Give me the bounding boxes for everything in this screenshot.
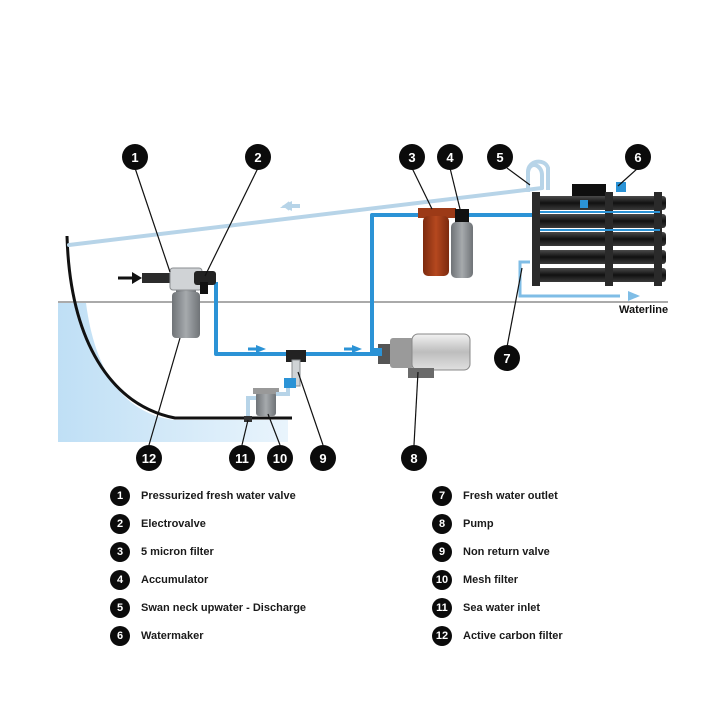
callout-2: 2 [245, 144, 271, 170]
legend-number: 6 [110, 626, 130, 646]
callout-6: 6 [625, 144, 651, 170]
legend-item: 7 Fresh water outlet [432, 482, 720, 510]
legend-label: Swan neck upwater - Discharge [141, 602, 307, 614]
legend-label: Fresh water outlet [463, 490, 558, 502]
sea-water-inlet-assembly [244, 383, 296, 422]
callout-1: 1 [122, 144, 148, 170]
accumulator [451, 209, 473, 278]
callout-12: 12 [136, 445, 162, 471]
legend-number: 9 [432, 542, 452, 562]
legend-label: Electrovalve [141, 518, 206, 530]
legend-item: 5 Swan neck upwater - Discharge [110, 594, 400, 622]
legend-item: 10 Mesh filter [432, 566, 720, 594]
pressure-flow-arrowhead-right [352, 345, 362, 353]
sea-water-area [58, 303, 288, 442]
swan-neck-pipe [526, 159, 550, 192]
legend-label: Non return valve [463, 546, 550, 558]
legend-label: Pressurized fresh water valve [141, 490, 296, 502]
legend-number: 8 [432, 514, 452, 534]
active-carbon-filter [172, 292, 200, 338]
legend-number: 10 [432, 570, 452, 590]
legend-item: 8 Pump [432, 510, 720, 538]
legend-number: 5 [110, 598, 130, 618]
callout-7: 7 [494, 345, 520, 371]
waterline-label: Waterline [619, 304, 669, 316]
callout-9: 9 [310, 445, 336, 471]
callout-10: 10 [267, 445, 293, 471]
legend-label: Mesh filter [463, 574, 519, 586]
legend-item: 1 Pressurized fresh water valve [110, 482, 400, 510]
legend-label: Sea water inlet [463, 602, 541, 614]
legend-number: 11 [432, 598, 452, 618]
callout-11: 11 [229, 445, 255, 471]
legend-number: 7 [432, 486, 452, 506]
pressure-flow-arrowhead-left [256, 345, 266, 353]
watermaker [532, 182, 666, 286]
callout-4: 4 [437, 144, 463, 170]
pressure-line [214, 213, 535, 356]
legend-item: 12 Active carbon filter [432, 622, 720, 650]
legend-number: 4 [110, 570, 130, 590]
legend-item: 4 Accumulator [110, 566, 400, 594]
callout-5: 5 [487, 144, 513, 170]
legend-label: Active carbon filter [463, 630, 563, 642]
legend-item: 3 5 micron filter [110, 538, 400, 566]
legend-number: 2 [110, 514, 130, 534]
legend-item: 2 Electrovalve [110, 510, 400, 538]
legend-number: 3 [110, 542, 130, 562]
non-return-valve [284, 350, 306, 388]
legend-number: 12 [432, 626, 452, 646]
legend-label: Watermaker [141, 630, 204, 642]
five-micron-filter [418, 208, 456, 276]
callout-leaders [134, 167, 639, 446]
legend-item: 11 Sea water inlet [432, 594, 720, 622]
callout-3: 3 [399, 144, 425, 170]
fresh-water-inlet-arrow [118, 272, 142, 284]
legend-label: Pump [463, 518, 494, 530]
legend-item: 9 Non return valve [432, 538, 720, 566]
outlet-flow-arrowhead [628, 291, 640, 301]
legend-item: 6 Watermaker [110, 622, 400, 650]
legend-number: 1 [110, 486, 130, 506]
legend-label: 5 micron filter [141, 546, 214, 558]
legend-left: 1 Pressurized fresh water valve 2 Electrov… [110, 482, 400, 650]
hull-outline [65, 235, 292, 420]
pump [374, 333, 471, 378]
callout-8: 8 [401, 445, 427, 471]
return-flow-arrowhead [282, 201, 292, 211]
legend-right: 7 Fresh water outlet 8 Pump 9 Non return va… [432, 482, 720, 650]
legend-label: Accumulator [141, 574, 209, 586]
